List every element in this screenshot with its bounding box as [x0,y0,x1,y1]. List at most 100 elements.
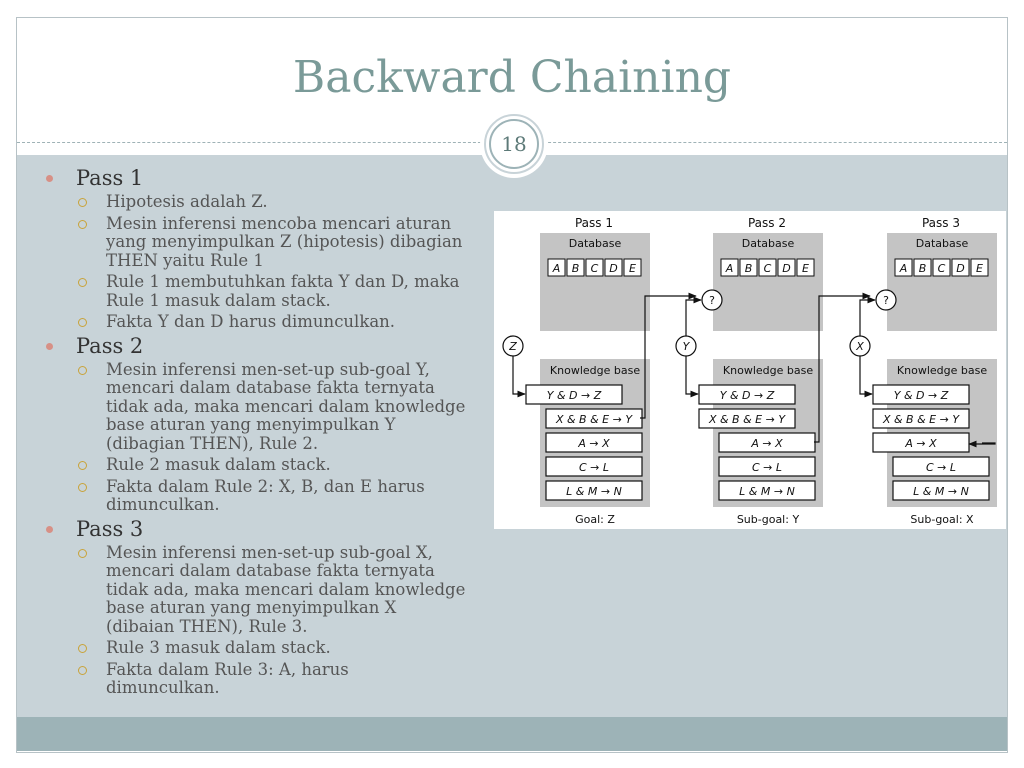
fact-cell [913,258,932,277]
database-label: Database [916,237,969,250]
fact-cell [720,258,739,277]
knowledge-base-label: Knowledge base [550,364,640,377]
rule-text: L & M → N [913,485,969,498]
sub-bullet-line: Rule 1 masuk dalam stack. [106,290,331,310]
rule-box [545,432,643,453]
pass-title: Pass 1 [575,216,613,230]
fact-cell [758,258,777,277]
rule-text: A → X [750,437,783,450]
pass-link-arrow [814,292,871,443]
sub-bullet-line: Fakta dalam Rule 2: X, B, dan E harus [106,476,425,496]
fact-label: A [899,262,908,275]
goal-caption: Sub-goal: X [910,513,974,526]
sub-bullet-ring-icon [78,644,87,653]
slide-title: Backward Chaining [292,52,732,103]
rule-text: Y & D → Z [720,389,775,402]
sub-bullet-line: THEN yaitu Rule 1 [106,250,264,270]
sub-bullet-ring-icon [78,198,87,207]
sub-bullet-line: Rule 2 masuk dalam stack. [106,455,331,474]
sub-bullet-ring-icon [78,365,87,375]
rule-text: Y & D → Z [547,389,602,402]
goal-caption: Sub-goal: Y [737,513,800,526]
sub-bullet-ring-icon [78,318,87,327]
fact-cell [777,258,796,277]
sub-bullet-line: base aturan yang menyimpulkan Y [106,415,396,434]
sub-bullet: Rule 2 masuk dalam stack. [42,455,492,475]
rule-box [698,384,796,405]
rule-box [545,456,643,477]
sub-bullet: Rule 3 masuk dalam stack. [42,638,492,658]
sub-bullet: Fakta Y dan D harus dimunculkan. [42,312,492,332]
rule-text: L & M → N [566,485,622,498]
fact-cell [604,258,623,277]
fact-label: E [802,262,809,275]
sub-bullet-line: Fakta Y dan D harus dimunculkan. [106,312,396,331]
fact-label: C [591,262,599,275]
fact-label: D [609,262,617,275]
rule-text: C → L [579,461,609,474]
goal-caption: Goal: Z [575,513,615,526]
rule-text: L & M → N [739,485,795,498]
rule-text: A → X [577,437,610,450]
rule-box [872,384,970,405]
sub-bullet-ring-icon [78,548,87,558]
sub-bullet-line: Mesin inferensi mencoba mencari aturan [106,213,452,233]
fact-cell [951,258,970,277]
fact-label: B [919,262,927,275]
sub-bullet-line: mencari dalam database fakta ternyata [106,378,435,397]
goal-node-label: X [855,340,864,353]
final-rule-arrow [968,440,996,448]
fact-cell [932,258,951,277]
knowledge-base-label: Knowledge base [723,364,813,377]
sub-bullet: Mesin inferensi men-set-up sub-goal X,me… [42,543,492,637]
database-panel [713,233,823,331]
sub-bullet-line: dimunculkan. [106,495,220,514]
fact-label: B [745,262,753,275]
rule-text: A → X [904,437,937,450]
fact-cell [585,258,604,277]
sub-bullet-line: (dibagian THEN), Rule 2. [106,433,319,453]
fact-cell [739,258,758,277]
fact-cell [623,258,642,277]
query-arrow [685,296,702,336]
goal-node-label: Z [508,340,517,353]
sub-bullet-line: Fakta dalam Rule 3: A, harus [106,659,349,679]
fact-label: A [725,262,734,275]
sub-bullet-line: (dibaian THEN), Rule 3. [106,616,308,636]
database-panel [887,233,997,331]
fact-label: C [938,262,946,275]
bullet-heading: Pass 3 [42,517,492,541]
rule-text: X & B & E → Y [555,413,633,426]
sub-bullet-line: base aturan yang menyimpulkan X [106,598,397,617]
rule-box [545,480,643,501]
rule-box [525,384,623,405]
knowledge-base-label: Knowledge base [897,364,987,377]
sub-bullet-ring-icon [78,665,87,675]
fact-label: A [552,262,561,275]
sub-bullet-line: Rule 1 membutuhkan fakta Y dan D, maka [106,272,460,291]
database-panel [540,233,650,331]
fact-cell [894,258,913,277]
bullet-heading: Pass 1 [42,166,492,190]
database-label: Database [569,237,622,250]
pass-title: Pass 2 [748,216,786,230]
sub-bullet: Hipotesis adalah Z. [42,192,492,212]
database-label: Database [742,237,795,250]
sub-bullet-line: mencari dalam database fakta ternyata [106,561,435,580]
sub-bullet-line: tidak ada, maka mencari dalam knowledge [106,396,466,416]
sub-bullet-line: dimunculkan. [106,678,220,697]
fact-label: C [764,262,772,275]
fact-label: E [629,262,636,275]
sub-bullet: Mesin inferensi men-set-up sub-goal Y,me… [42,360,492,454]
rule-text: X & B & E → Y [708,413,786,426]
unknown-fact-node [875,289,897,311]
pass-link-arrow [640,292,697,419]
fact-label: E [976,262,983,275]
fact-label: D [956,262,964,275]
sub-bullet-ring-icon [78,219,87,229]
